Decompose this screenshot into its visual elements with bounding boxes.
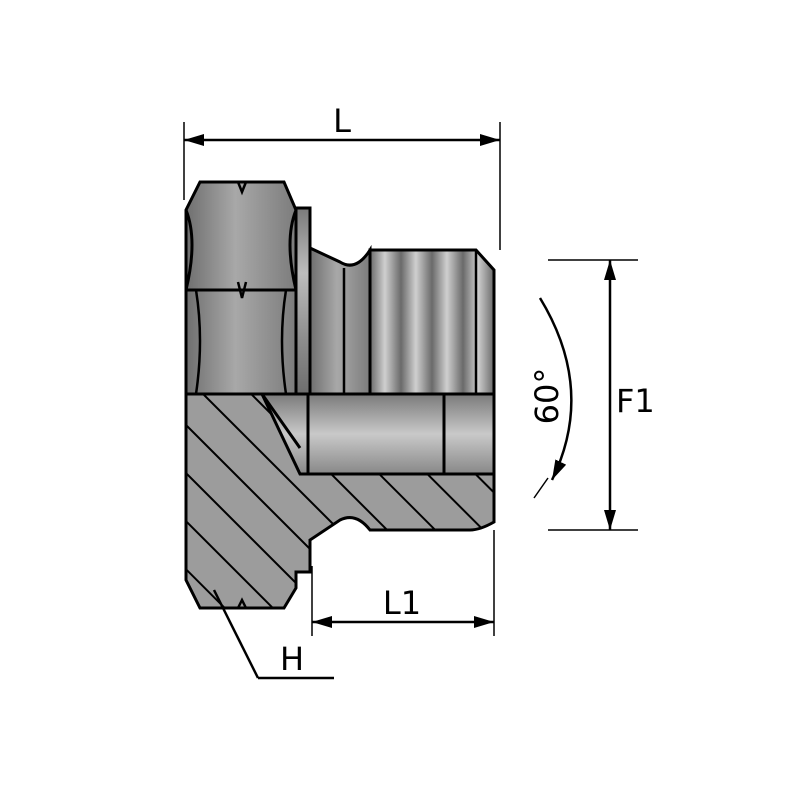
bore-fill	[259, 392, 496, 476]
leader-H: H	[212, 589, 334, 680]
angle-arc	[538, 297, 573, 481]
thread-upper	[368, 248, 496, 396]
undercut-upper	[308, 244, 372, 396]
dimension-F1: F1	[548, 259, 655, 531]
hex-notch-bottom	[236, 597, 248, 609]
label-L: L	[333, 102, 351, 140]
hex-section-edge	[260, 393, 302, 449]
collar-upper	[294, 206, 312, 396]
section-view	[184, 392, 496, 610]
angle-extension	[533, 477, 549, 499]
label-L1: L1	[383, 584, 421, 622]
dimension-L1: L1	[311, 530, 495, 636]
label-angle: 60°	[528, 368, 566, 425]
label-H: H	[280, 640, 304, 678]
hex-facet-lower	[194, 289, 288, 395]
external-view	[184, 180, 496, 396]
dimension-L: L	[183, 102, 501, 250]
hex-notch-top	[236, 181, 248, 196]
label-F1: F1	[616, 382, 655, 420]
hex-head-upper	[184, 180, 298, 396]
dimension-angle: 60°	[528, 297, 573, 499]
leader-line-H	[212, 589, 260, 679]
hex-notch-mid	[236, 281, 248, 299]
